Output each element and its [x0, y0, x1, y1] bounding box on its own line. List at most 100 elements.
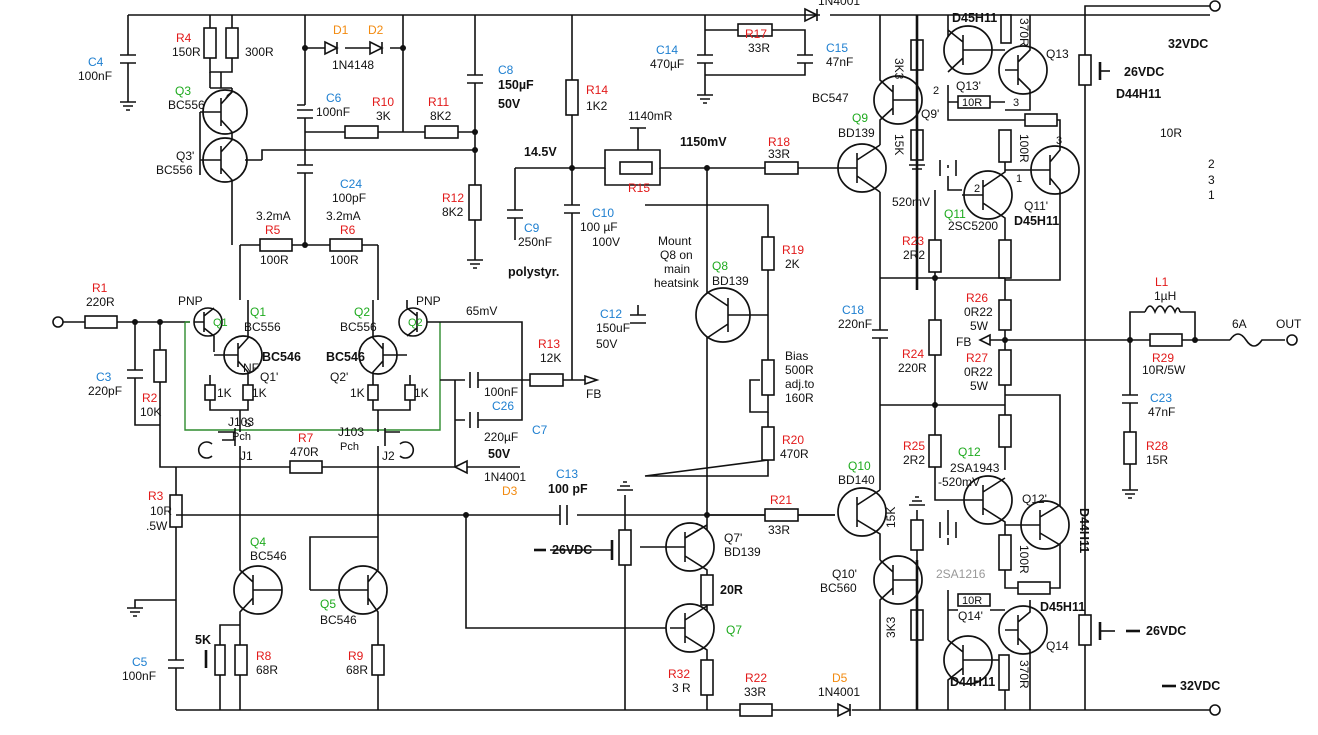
- label-r22: R22: [745, 671, 767, 685]
- resistor-r2: [153, 349, 167, 383]
- label-fb2: FB: [956, 335, 971, 349]
- label-c12-volt: 50V: [596, 337, 617, 351]
- label-c14-val: 470µF: [650, 57, 684, 71]
- label-r28: R28: [1146, 439, 1168, 453]
- label-r15: R15: [628, 181, 650, 195]
- label-vneg26a: 26VDC: [552, 543, 592, 557]
- label-k1b: 1K: [252, 386, 267, 400]
- label-j1-s: S: [244, 418, 251, 430]
- label-q4: Q4: [250, 535, 266, 549]
- label-r12-val: 8K2: [442, 205, 464, 219]
- label-q1p-type: BC546: [262, 350, 301, 364]
- label-r6: R6: [340, 223, 356, 237]
- label-c6: C6: [326, 91, 342, 105]
- resistor-r14: [565, 79, 579, 116]
- label-q14: Q14: [1046, 639, 1069, 653]
- resistor-r18: [764, 161, 799, 175]
- label-d1: D1: [333, 23, 349, 37]
- label-q2-in: Q2: [408, 317, 423, 329]
- transistor-q7: [665, 603, 715, 653]
- label-num2: 2: [1208, 157, 1215, 171]
- input-stage: [52, 15, 835, 710]
- label-q2p: Q2': [330, 370, 348, 384]
- label-vneg26b: 26VDC: [1146, 624, 1186, 638]
- label-q12: Q12: [958, 445, 981, 459]
- label-pin3b: 3: [1056, 135, 1062, 147]
- resistor-r4b: [225, 27, 239, 59]
- label-r20-val: 470R: [780, 447, 809, 461]
- label-r26: R26: [966, 291, 988, 305]
- label-q1-in: Q1: [213, 317, 228, 329]
- label-r2: R2: [142, 391, 158, 405]
- label-c12: C12: [600, 307, 622, 321]
- label-r21: R21: [770, 493, 792, 507]
- label-r29: R29: [1152, 351, 1174, 365]
- label-r24-val: 220R: [898, 361, 927, 375]
- resistor-r1: [84, 315, 118, 329]
- label-j2-pch: Pch: [340, 441, 359, 453]
- label-mount3: main: [664, 262, 690, 276]
- label-r370b: 370R: [1017, 660, 1031, 689]
- label-k1a: 1K: [217, 386, 232, 400]
- label-j1-pch: Pch: [232, 431, 251, 443]
- label-r1-val: 220R: [86, 295, 115, 309]
- label-q5: Q5: [320, 597, 336, 611]
- resistor-r7: [289, 460, 323, 474]
- label-v145: 14.5V: [524, 145, 557, 159]
- label-c10-val: 100 µF: [580, 220, 618, 234]
- label-sa1216: 2SA1216: [936, 567, 986, 581]
- label-c18: C18: [842, 303, 864, 317]
- label-r14: R14: [586, 83, 608, 97]
- transistor-q10: [837, 487, 887, 537]
- label-c26-volt: 50V: [488, 447, 511, 461]
- label-i2: 3.2mA: [326, 209, 361, 223]
- label-r24: R24: [902, 347, 924, 361]
- label-r1: R1: [92, 281, 108, 295]
- label-q1p: Q1': [260, 370, 278, 384]
- label-k15a: 15K: [892, 134, 906, 155]
- label-d12-val: 1N4148: [332, 58, 374, 72]
- label-j1-type: J103: [228, 415, 254, 429]
- label-c13-val: 100 pF: [548, 482, 588, 496]
- label-q2p-type: BC546: [326, 350, 365, 364]
- label-c4-val: 100nF: [78, 69, 112, 83]
- label-r9: R9: [348, 649, 364, 663]
- label-c14: C14: [656, 43, 678, 57]
- label-l1: L1: [1155, 275, 1169, 289]
- label-c26-val: 100nF: [484, 385, 518, 399]
- label-q10p: Q10': [832, 567, 857, 581]
- resistor-r12: [468, 184, 482, 221]
- label-v26p: 26VDC: [1124, 65, 1164, 79]
- label-pin2b: 2: [974, 183, 980, 195]
- label-v520: 520mV: [892, 195, 930, 209]
- label-c12-val: 150uF: [596, 321, 630, 335]
- label-r32: R32: [668, 667, 690, 681]
- label-r21-val: 33R: [768, 523, 790, 537]
- label-pnp1: PNP: [178, 294, 203, 308]
- label-c3: C3: [96, 370, 112, 384]
- label-d44b: D44H11: [1077, 508, 1091, 553]
- label-q14-d45: D45H11: [1040, 600, 1085, 614]
- resistor-r6: [329, 238, 363, 252]
- label-r19-val: 2K: [785, 257, 800, 271]
- label-k15b: 15K: [884, 507, 898, 528]
- label-r20: 20R: [720, 583, 743, 597]
- label-r7: R7: [298, 431, 314, 445]
- label-r18: R18: [768, 135, 790, 149]
- label-q7: Q7: [726, 623, 742, 637]
- label-pnp2: PNP: [416, 294, 441, 308]
- label-q9: Q9: [852, 111, 868, 125]
- label-r19: R19: [782, 243, 804, 257]
- label-r9-val: 68R: [346, 663, 368, 677]
- label-c9: C9: [524, 221, 540, 235]
- label-c8: C8: [498, 63, 514, 77]
- label-r29-val: 10R/5W: [1142, 363, 1186, 377]
- label-q3: Q3: [175, 84, 191, 98]
- label-r27-val: 0R22: [964, 365, 993, 379]
- label-r5-val: 100R: [260, 253, 289, 267]
- label-c26-val2: 220µF: [484, 430, 518, 444]
- label-num1: 1: [1208, 188, 1215, 202]
- label-q3p-type: BC556: [156, 163, 193, 177]
- label-mount4: heatsink: [654, 276, 700, 290]
